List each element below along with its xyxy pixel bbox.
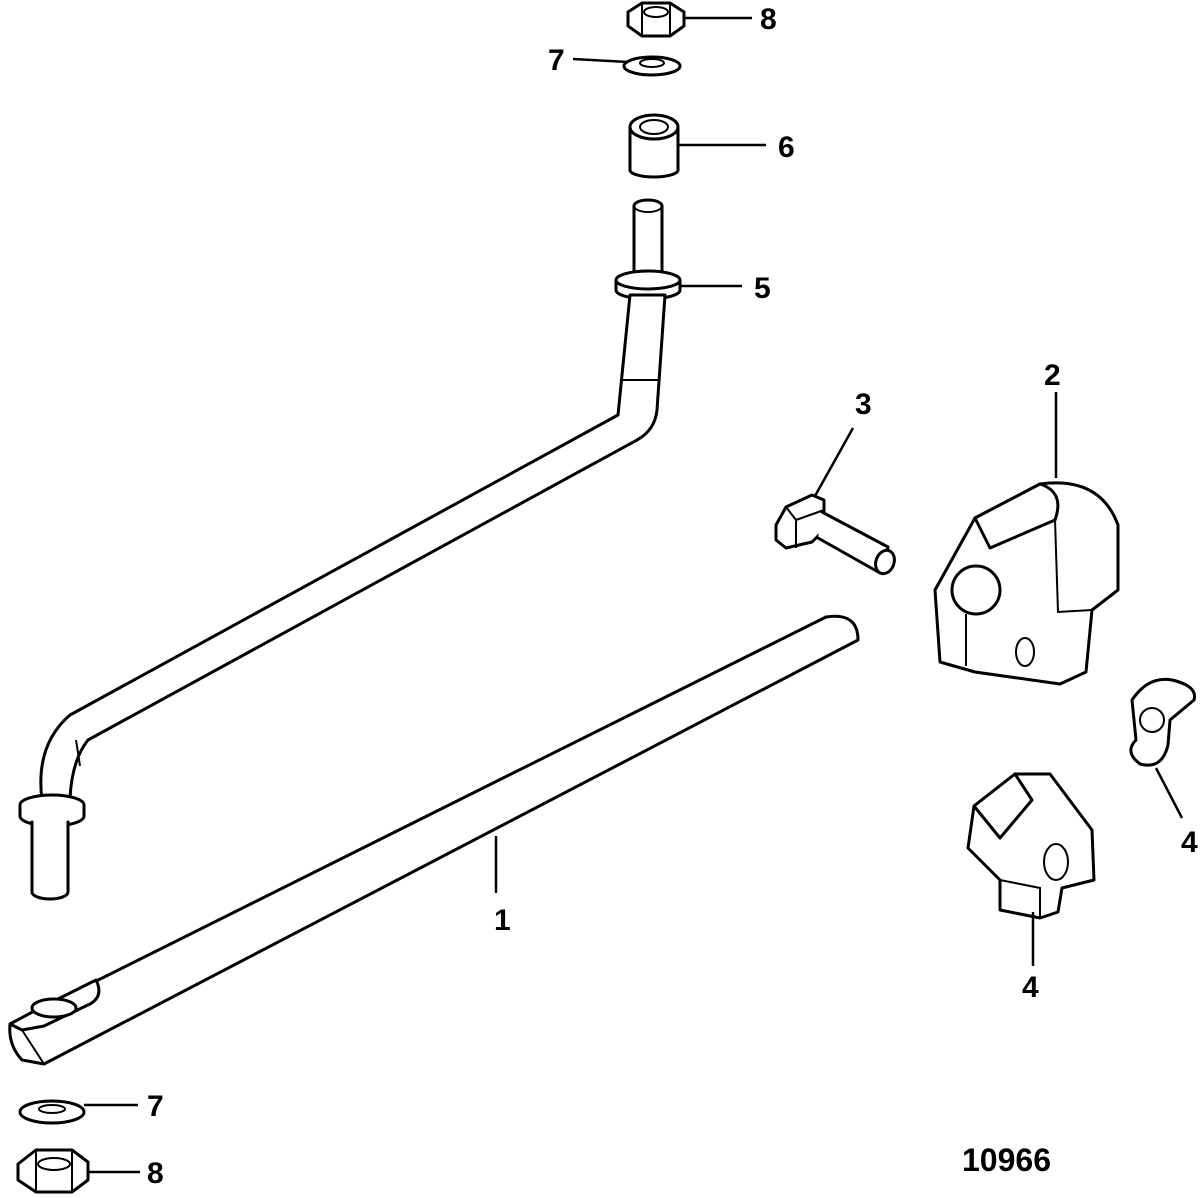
- clamp-block: [933, 481, 1120, 686]
- washer-bottom: [18, 1099, 86, 1125]
- straight-rod: [8, 614, 860, 1066]
- callout-1: 1: [494, 904, 511, 937]
- bent-rod: [18, 198, 682, 901]
- callout-7-bottom: 7: [147, 1090, 164, 1123]
- wing-nut: [1129, 677, 1197, 767]
- callout-6: 6: [778, 131, 795, 164]
- bushing: [628, 113, 680, 179]
- washer-top: [622, 55, 682, 77]
- leader-7-top: [572, 57, 629, 64]
- callout-8-top: 8: [760, 3, 777, 36]
- callout-4-right: 4: [1181, 826, 1198, 859]
- hex-bolt: [774, 493, 896, 576]
- figure-number: 10966: [962, 1142, 1051, 1178]
- hex-nut-bottom: [16, 1148, 90, 1194]
- callout-4-center: 4: [1022, 971, 1039, 1004]
- leader-3: [813, 427, 855, 497]
- callout-7-top: 7: [548, 44, 565, 77]
- hex-nut-top: [626, 1, 686, 38]
- callout-3: 3: [855, 388, 872, 421]
- callout-5: 5: [754, 272, 771, 305]
- knob: [966, 772, 1096, 920]
- leader-4-right: [1154, 767, 1184, 819]
- callout-8-bottom: 8: [147, 1157, 164, 1190]
- callout-2: 2: [1044, 359, 1061, 392]
